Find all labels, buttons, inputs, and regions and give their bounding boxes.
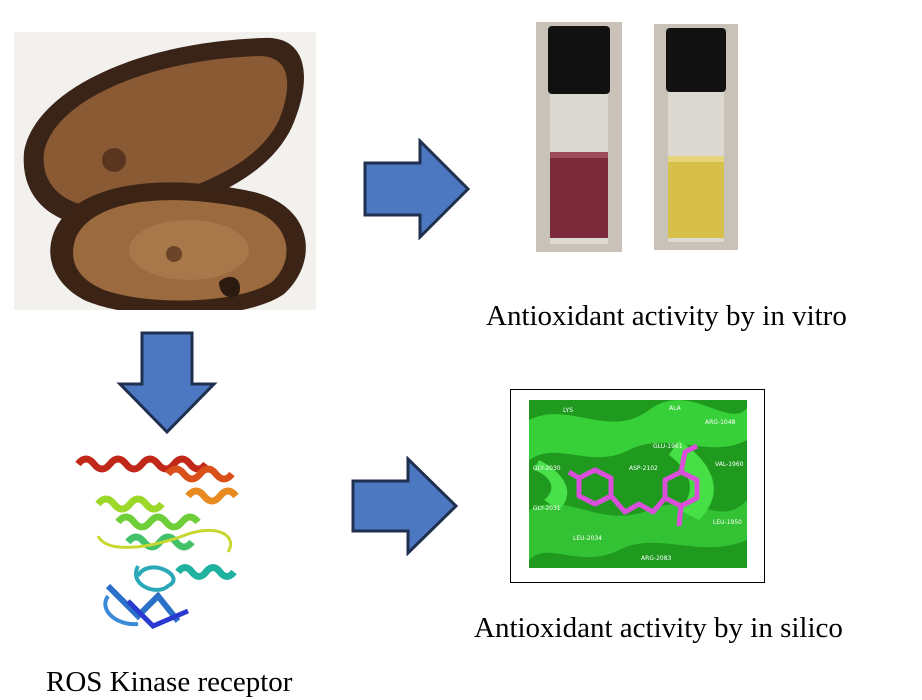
docking-frame: LYS ALA ARG-1048 GLU-1961 VAL-1960 LEU-1… [510, 389, 765, 583]
residue-label: GLY-2030 [533, 465, 561, 472]
in-vitro-caption: Antioxidant activity by in vitro [486, 300, 847, 332]
in-silico-caption: Antioxidant activity by in silico [474, 612, 843, 644]
down-arrow-icon [116, 331, 218, 435]
residue-label: GLU-1961 [653, 443, 683, 450]
residue-label: GLY-2031 [533, 505, 561, 512]
residue-label: ASP-2102 [629, 465, 658, 472]
residue-label: LEU-1950 [713, 519, 742, 526]
residue-label: LYS [563, 407, 573, 414]
residue-label: VAL-1960 [715, 461, 744, 468]
bark-slice-image [14, 32, 316, 310]
residue-label: ARG-1048 [705, 419, 736, 426]
residue-label: ARG-2083 [641, 555, 672, 562]
right-arrow-icon [363, 138, 471, 240]
residue-label: LEU-2034 [573, 535, 602, 542]
receptor-caption: ROS Kinase receptor [46, 666, 293, 698]
vial-yellow-image [654, 24, 738, 250]
vial-red-image [536, 22, 622, 252]
residue-label: ALA [669, 405, 682, 412]
arrow-shape [363, 138, 471, 240]
docking-image: LYS ALA ARG-1048 GLU-1961 VAL-1960 LEU-1… [529, 400, 747, 568]
protein-structure-image [68, 446, 280, 636]
right-arrow-icon [351, 456, 459, 556]
